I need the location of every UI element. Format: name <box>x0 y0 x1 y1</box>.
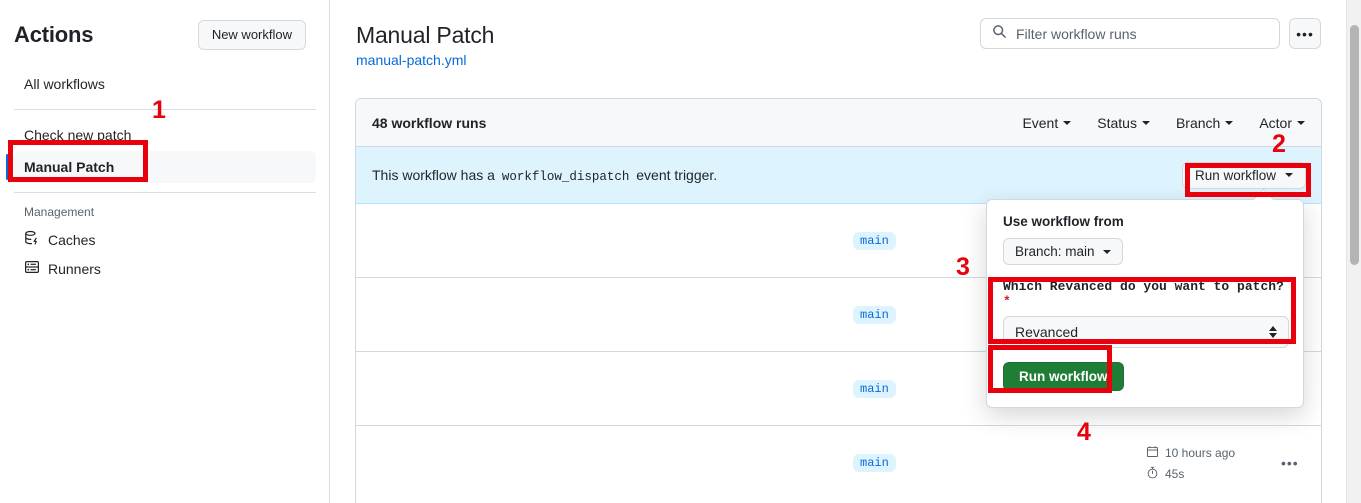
sidebar-item-manual-patch[interactable]: Manual Patch <box>6 151 316 183</box>
sidebar-item-check-new-patch[interactable]: Check new patch <box>24 127 132 143</box>
sidebar-divider-1 <box>14 109 316 110</box>
sidebar-item-caches-label: Caches <box>48 231 96 248</box>
submit-run-workflow-button[interactable]: Run workflow <box>1003 362 1124 391</box>
branch-selector-label: Branch: main <box>1015 244 1095 259</box>
kebab-horizontal-icon: ••• <box>1296 25 1314 42</box>
filter-bar: Event Status Branch Actor <box>1022 115 1305 131</box>
sidebar-item-all-workflows[interactable]: All workflows <box>24 76 105 92</box>
run-duration: 45s <box>1146 466 1235 482</box>
run-date-text: 10 hours ago <box>1165 445 1236 460</box>
dispatch-prefix: This workflow has a <box>372 166 495 183</box>
workflow-runs-header: 48 workflow runs Event Status Branch <box>356 99 1321 147</box>
scrollbar-thumb[interactable] <box>1350 25 1359 265</box>
chevron-down-icon <box>1225 120 1234 125</box>
run-workflow-dropdown-label: Run workflow <box>1194 167 1276 183</box>
branch-badge[interactable]: main <box>853 454 896 472</box>
branch-badge[interactable]: main <box>853 231 896 250</box>
dispatch-banner-text: This workflow has a workflow_dispatch ev… <box>372 167 717 184</box>
dispatch-suffix: event trigger. <box>636 166 718 183</box>
workflow-input-label: Which Revanced do you want to patch? * <box>1003 279 1287 309</box>
actions-sidebar: Actions New workflow All workflows Check… <box>0 0 330 503</box>
branch-selector-button[interactable]: Branch: main <box>1003 238 1123 265</box>
sidebar-header: Actions New workflow <box>14 20 306 50</box>
workflow-dispatch-banner: This workflow has a workflow_dispatch ev… <box>356 147 1321 204</box>
run-duration-text: 45s <box>1165 466 1185 481</box>
workflow-runs-count: 48 workflow runs <box>372 114 487 131</box>
chevron-down-icon <box>1141 120 1150 125</box>
run-date: 10 hours ago <box>1146 445 1235 461</box>
workflow-file-link[interactable]: manual-patch.yml <box>356 52 467 68</box>
filter-branch[interactable]: Branch <box>1175 114 1234 131</box>
sort-updown-icon <box>1269 326 1277 338</box>
filter-branch-label: Branch <box>1175 114 1221 131</box>
chevron-down-icon <box>1063 120 1072 125</box>
table-row[interactable]: main <box>356 204 1321 278</box>
revanced-select[interactable]: Revanced <box>1003 316 1289 348</box>
filter-actor-label: Actor <box>1259 114 1292 131</box>
run-workflow-dropdown-button[interactable]: Run workflow <box>1181 161 1306 189</box>
page-title: Manual Patch <box>356 22 495 48</box>
sidebar-item-runners[interactable]: Runners <box>14 254 316 283</box>
revanced-select-value: Revanced <box>1015 324 1079 340</box>
chevron-down-icon <box>1102 249 1111 254</box>
sidebar-divider-2 <box>14 192 316 193</box>
filter-status-label: Status <box>1097 114 1137 131</box>
sidebar-item-caches[interactable]: Caches <box>14 225 316 254</box>
chevron-down-icon <box>1285 173 1293 177</box>
row-more-options-button[interactable]: ••• <box>1281 455 1299 471</box>
main-content: Manual Patch manual-patch.yml ••• 48 wor… <box>331 0 1361 503</box>
run-meta: 10 hours ago 45s <box>1146 445 1235 482</box>
filter-workflow-runs-field[interactable] <box>980 18 1280 49</box>
branch-badge[interactable]: main <box>853 379 896 398</box>
filter-status[interactable]: Status <box>1097 115 1150 131</box>
branch-badge[interactable]: main <box>853 305 896 324</box>
workflow-input-label-text: Which Revanced do you want to patch? <box>1003 279 1284 294</box>
run-workflow-popup: Use workflow from Branch: main Which Rev… <box>986 199 1304 408</box>
table-row[interactable]: main <box>356 278 1321 352</box>
required-marker: * <box>1003 294 1011 309</box>
sidebar-item-runners-label: Runners <box>48 260 101 277</box>
cache-icon <box>24 230 40 249</box>
dispatch-event-name: workflow_dispatch <box>501 169 630 184</box>
use-workflow-from-label: Use workflow from <box>1003 214 1124 229</box>
calendar-icon <box>1146 445 1159 461</box>
runners-icon <box>24 259 40 278</box>
stopwatch-icon <box>1146 466 1159 482</box>
sidebar-workflow-list: All workflows Check new patch Manual Pat… <box>0 68 330 283</box>
filter-actor[interactable]: Actor <box>1259 115 1305 131</box>
new-workflow-button[interactable]: New workflow <box>197 20 306 50</box>
filter-event-label: Event <box>1022 114 1059 131</box>
search-icon <box>992 24 1007 44</box>
more-options-button[interactable]: ••• <box>1289 18 1321 49</box>
sidebar-section-management: Management <box>24 205 95 219</box>
table-row[interactable]: main 10 hours ago <box>356 426 1321 500</box>
search-input[interactable] <box>1014 24 1268 43</box>
filter-event[interactable]: Event <box>1022 114 1072 131</box>
chevron-down-icon <box>1297 120 1305 125</box>
page-scrollbar[interactable] <box>1346 0 1361 503</box>
sidebar-title: Actions <box>14 22 94 47</box>
